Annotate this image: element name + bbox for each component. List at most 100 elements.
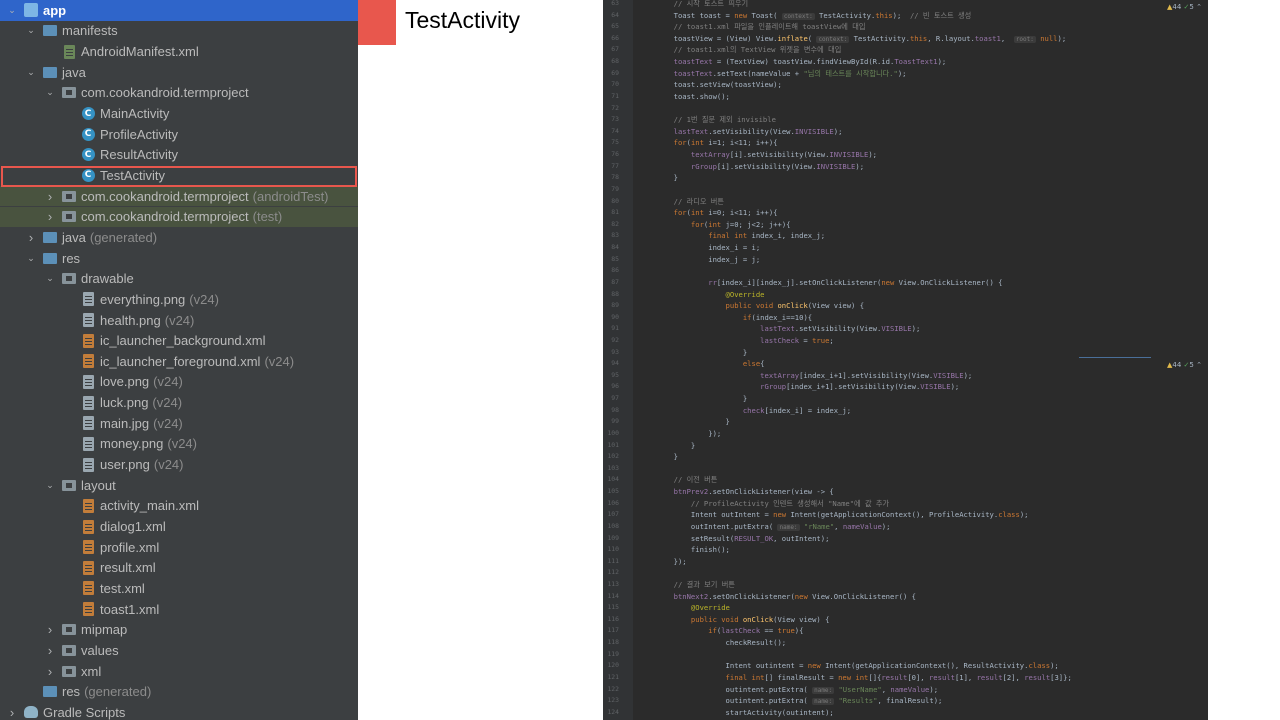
code-line[interactable]: 78 } bbox=[603, 172, 1208, 184]
code-line[interactable]: 114 btnNext2.setOnClickListener(new View… bbox=[603, 591, 1208, 603]
tree-item[interactable]: ic_launcher_foreground.xml(v24) bbox=[0, 351, 358, 372]
code-line[interactable]: 88 @Override bbox=[603, 289, 1208, 301]
code-line[interactable]: 105 btnPrev2.setOnClickListener(view -> … bbox=[603, 486, 1208, 498]
code-line[interactable]: 122 outintent.putExtra( name: "UserName"… bbox=[603, 684, 1208, 696]
code-line[interactable]: 110 finish(); bbox=[603, 544, 1208, 556]
code-line[interactable]: 83 final int index_i, index_j; bbox=[603, 230, 1208, 242]
code-line[interactable]: 91 lastText.setVisibility(View.VISIBLE); bbox=[603, 323, 1208, 335]
tree-item[interactable]: ⌄app bbox=[0, 0, 358, 21]
chevron-right-icon[interactable]: › bbox=[47, 188, 53, 204]
code-line[interactable]: 71 toast.show(); bbox=[603, 91, 1208, 103]
tree-item[interactable]: dialog1.xml bbox=[0, 516, 358, 537]
code-line[interactable]: 104 // 이전 버튼 bbox=[603, 474, 1208, 486]
chevron-down-icon[interactable]: ⌄ bbox=[27, 25, 35, 36]
tree-item[interactable]: ›mipmap bbox=[0, 620, 358, 641]
code-line[interactable]: 111 }); bbox=[603, 556, 1208, 568]
tree-item[interactable]: res(generated) bbox=[0, 681, 358, 702]
code-line[interactable]: 69 toastText.setText(nameValue + "님의 테스트… bbox=[603, 68, 1208, 80]
code-line[interactable]: 108 outIntent.putExtra( name: "rName", n… bbox=[603, 521, 1208, 533]
code-line[interactable]: 97 } bbox=[603, 393, 1208, 405]
tree-item[interactable]: profile.xml bbox=[0, 537, 358, 558]
chevron-right-icon[interactable]: › bbox=[47, 209, 53, 225]
code-line[interactable]: 87 rr[index_i][index_j].setOnClickListen… bbox=[603, 277, 1208, 289]
tree-item[interactable]: ⌄res bbox=[0, 248, 358, 269]
code-line[interactable]: 112 bbox=[603, 567, 1208, 579]
chevron-down-icon[interactable]: ⌄ bbox=[27, 252, 35, 263]
code-line[interactable]: 102 } bbox=[603, 451, 1208, 463]
tree-item[interactable]: ic_launcher_background.xml bbox=[0, 330, 358, 351]
chevron-down-icon[interactable]: ⌄ bbox=[46, 479, 54, 490]
code-line[interactable]: 98 check[index_i] = index_j; bbox=[603, 405, 1208, 417]
tree-item[interactable]: ⌄drawable bbox=[0, 268, 358, 289]
code-line[interactable]: 93 } bbox=[603, 347, 1208, 359]
tree-item[interactable]: love.png(v24) bbox=[0, 372, 358, 393]
code-line[interactable]: 84 index_i = i; bbox=[603, 242, 1208, 254]
tree-item[interactable]: toast1.xml bbox=[0, 599, 358, 620]
code-line[interactable]: 89 public void onClick(View view) { bbox=[603, 300, 1208, 312]
code-line[interactable]: 77 rGroup[i].setVisibility(View.INVISIBL… bbox=[603, 161, 1208, 173]
code-line[interactable]: 64 Toast toast = new Toast( context: Tes… bbox=[603, 10, 1208, 22]
tree-item[interactable]: ›xml bbox=[0, 661, 358, 682]
tree-item[interactable]: ⌄layout bbox=[0, 475, 358, 496]
tree-item[interactable]: ⌄com.cookandroid.termproject bbox=[0, 83, 358, 104]
code-line[interactable]: 80 // 라디오 버튼 bbox=[603, 196, 1208, 208]
code-line[interactable]: 101 } bbox=[603, 440, 1208, 452]
tree-item[interactable]: user.png(v24) bbox=[0, 454, 358, 475]
chevron-down-icon[interactable]: ⌄ bbox=[46, 87, 54, 98]
code-line[interactable]: 86 bbox=[603, 265, 1208, 277]
chevron-right-icon[interactable]: › bbox=[47, 622, 53, 638]
code-line[interactable]: 81 for(int i=0; i<11; i++){ bbox=[603, 207, 1208, 219]
code-line[interactable]: 73 // 1번 질문 제외 invisible bbox=[603, 114, 1208, 126]
code-line[interactable]: 82 for(int j=0; j<2; j++){ bbox=[603, 219, 1208, 231]
code-line[interactable]: 76 textArray[i].setVisibility(View.INVIS… bbox=[603, 149, 1208, 161]
code-line[interactable]: 72 bbox=[603, 103, 1208, 115]
code-line[interactable]: 94 else{ bbox=[603, 358, 1208, 370]
inspection-widget-top[interactable]: ▲44 ✓5 ⌃ bbox=[1167, 3, 1202, 11]
tree-item[interactable]: everything.png(v24) bbox=[0, 289, 358, 310]
code-line[interactable]: 123 outintent.putExtra( name: "Results",… bbox=[603, 695, 1208, 707]
chevron-right-icon[interactable]: › bbox=[47, 663, 53, 679]
code-line[interactable]: 74 lastText.setVisibility(View.INVISIBLE… bbox=[603, 126, 1208, 138]
code-line[interactable]: 75 for(int i=1; i<11; i++){ bbox=[603, 137, 1208, 149]
code-line[interactable]: 119 bbox=[603, 649, 1208, 661]
tree-item[interactable]: ›Gradle Scripts bbox=[0, 702, 358, 720]
tree-item[interactable]: luck.png(v24) bbox=[0, 392, 358, 413]
tree-item[interactable]: activity_main.xml bbox=[0, 496, 358, 517]
tree-item[interactable]: health.png(v24) bbox=[0, 310, 358, 331]
chevron-down-icon[interactable]: ⌄ bbox=[46, 273, 54, 284]
code-line[interactable]: 121 final int[] finalResult = new int[]{… bbox=[603, 672, 1208, 684]
code-line[interactable]: 109 setResult(RESULT_OK, outIntent); bbox=[603, 533, 1208, 545]
chevron-down-icon[interactable]: ⌄ bbox=[8, 4, 16, 15]
code-line[interactable]: 107 Intent outIntent = new Intent(getApp… bbox=[603, 509, 1208, 521]
code-line[interactable]: 113 // 결과 보기 버튼 bbox=[603, 579, 1208, 591]
chevron-right-icon[interactable]: › bbox=[28, 229, 34, 245]
code-line[interactable]: 115 @Override bbox=[603, 602, 1208, 614]
chevron-right-icon[interactable]: › bbox=[47, 642, 53, 658]
inspection-widget-bottom[interactable]: ▲44 ✓5 ⌃ bbox=[1167, 361, 1202, 369]
code-line[interactable]: 103 bbox=[603, 463, 1208, 475]
tree-item[interactable]: ›java(generated) bbox=[0, 227, 358, 248]
chevron-right-icon[interactable]: › bbox=[9, 704, 15, 720]
code-line[interactable]: 65 // toast1.xml 파일을 인플레이트해 toastView에 대… bbox=[603, 21, 1208, 33]
code-line[interactable]: 99 } bbox=[603, 416, 1208, 428]
code-line[interactable]: 68 toastText = (TextView) toastView.find… bbox=[603, 56, 1208, 68]
code-line[interactable]: 79 bbox=[603, 184, 1208, 196]
code-line[interactable]: 124 startActivity(outintent); bbox=[603, 707, 1208, 719]
code-line[interactable]: 106 // ProfileActivity 인텐트 생성해서 "Name"에 … bbox=[603, 498, 1208, 510]
tree-item[interactable]: ›com.cookandroid.termproject(test) bbox=[0, 206, 358, 228]
code-line[interactable]: 120 Intent outintent = new Intent(getApp… bbox=[603, 660, 1208, 672]
tree-item[interactable]: AndroidManifest.xml bbox=[0, 41, 358, 62]
tree-item[interactable]: money.png(v24) bbox=[0, 434, 358, 455]
chevron-down-icon[interactable]: ⌄ bbox=[27, 66, 35, 77]
code-line[interactable]: 70 toast.setView(toastView); bbox=[603, 79, 1208, 91]
tree-item[interactable]: ›com.cookandroid.termproject(androidTest… bbox=[0, 185, 358, 207]
code-line[interactable]: 90 if(index_i==10){ bbox=[603, 312, 1208, 324]
code-line[interactable]: 116 public void onClick(View view) { bbox=[603, 614, 1208, 626]
code-line[interactable]: 96 rGroup[index_i+1].setVisibility(View.… bbox=[603, 381, 1208, 393]
tree-item[interactable]: main.jpg(v24) bbox=[0, 413, 358, 434]
code-line[interactable]: 118 checkResult(); bbox=[603, 637, 1208, 649]
